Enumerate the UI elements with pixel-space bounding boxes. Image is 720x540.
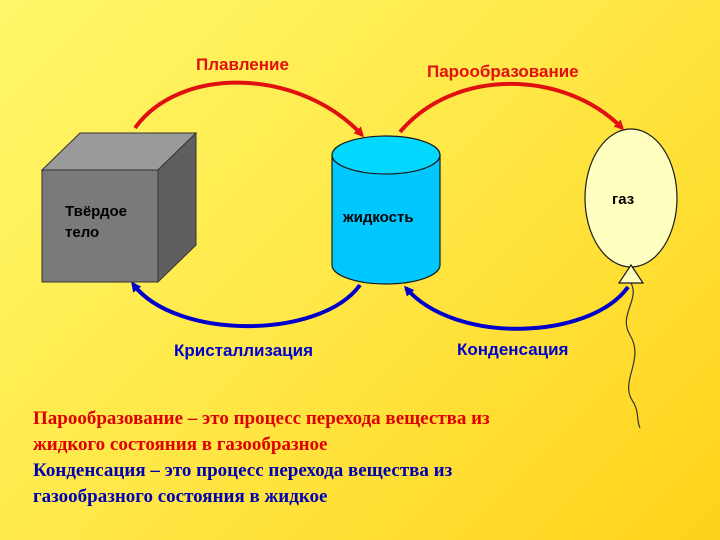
- gas-label: газ: [612, 191, 634, 208]
- melting-label: Плавление: [196, 55, 289, 74]
- gas-balloon: газ: [584, 128, 678, 429]
- condensation-label: Конденсация: [457, 340, 568, 359]
- balloon-knot: [617, 263, 645, 284]
- condensation-definition-line1: Конденсация – это процесс перехода вещес…: [33, 460, 453, 481]
- condensation-arrow: [404, 285, 630, 331]
- crystallization-arrow: [131, 281, 362, 329]
- solid-label-line2: тело: [65, 224, 99, 241]
- melting-arrow: [133, 80, 365, 138]
- solid-cube: Твёрдое тело: [40, 131, 198, 284]
- liquid-label: жидкость: [342, 209, 414, 226]
- cylinder-top: [331, 135, 441, 175]
- vaporization-definition-line1: Парообразование – это процесс перехода в…: [33, 408, 490, 429]
- liquid-cylinder: жидкость: [331, 135, 441, 285]
- cube-front-face: [41, 169, 159, 283]
- cylinder-body: [331, 155, 441, 285]
- crystallization-label: Кристаллизация: [174, 341, 313, 360]
- condensation-definition-line2: газообразного состояния в жидкое: [33, 486, 328, 507]
- balloon-string: [625, 282, 641, 429]
- vaporization-definition-line2: жидкого состояния в газообразное: [33, 434, 328, 455]
- vaporization-label: Парообразование: [427, 62, 579, 81]
- solid-label-line1: Твёрдое: [65, 203, 127, 220]
- vaporization-arrow: [398, 82, 625, 134]
- definitions-text: Парообразование – это процесс перехода в…: [33, 406, 693, 510]
